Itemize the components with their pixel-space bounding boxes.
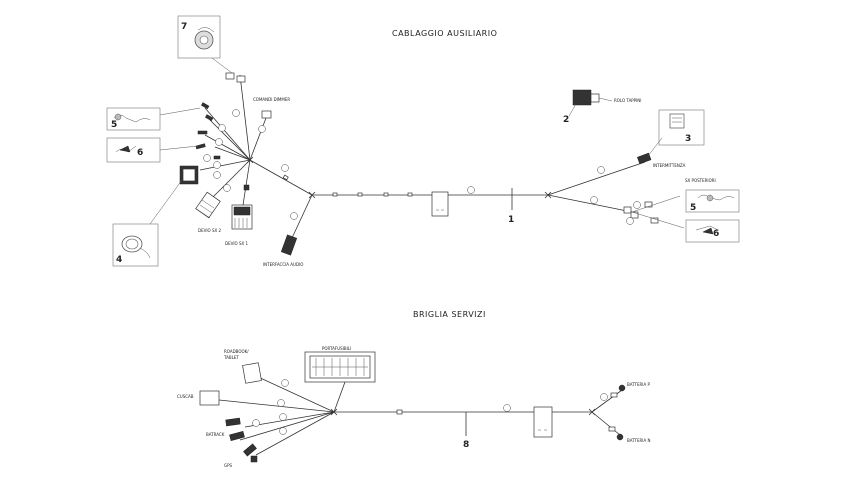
callout-3: 3 — [647, 109, 705, 157]
callout-number-4: 4 — [116, 255, 122, 265]
label-batteria-p: BATTERIA P — [627, 382, 650, 387]
callout-number-3: 3 — [685, 134, 691, 144]
callout-number-6-left: 6 — [137, 148, 143, 158]
label-gps: GPS — [224, 463, 233, 468]
label-devio-sx-2: DEVIO SX 2 — [198, 228, 221, 233]
label-tablet: TABLET — [223, 355, 239, 360]
label-intermittenza: INTERMITTENZA — [653, 163, 686, 168]
portafusibili-block — [304, 351, 376, 383]
callout-6-right: 6 — [685, 219, 740, 243]
callout-number-1: 1 — [508, 215, 514, 225]
bottom-title: BRIGLIA SERVIZI — [413, 310, 486, 319]
top-harness: COMANDI DIMMER ROLO TAPPINI INTERMITTENZ… — [179, 72, 716, 267]
label-rolo-tappini: ROLO TAPPINI — [614, 98, 641, 103]
label-interfaccia-audio: INTERFACCIA AUDIO — [263, 262, 303, 267]
label-devio-sx-1: DEVIO SX 1 — [225, 241, 248, 246]
callout-2: 2 — [563, 103, 577, 125]
callout-number-6-right: 6 — [713, 229, 719, 239]
callout-6-left: 6 — [106, 137, 199, 163]
callout-number-7: 7 — [181, 22, 187, 32]
top-title: CABLAGGIO AUSILIARIO — [392, 29, 497, 38]
callout-number-5-left: 5 — [111, 120, 117, 130]
callout-5-left: 5 — [106, 107, 201, 131]
sx-posteriori-cluster — [590, 166, 685, 229]
callout-number-8: 8 — [463, 440, 469, 450]
devio-sx1-block — [231, 204, 253, 230]
callout-7: 7 — [177, 15, 233, 74]
label-sx-posteriori: SX POSTERIORI — [685, 178, 716, 183]
label-batrack: BATRACK — [206, 432, 225, 437]
top-left-bubbles — [203, 109, 475, 220]
label-batteria-n: BATTERIA N — [627, 438, 650, 443]
label-roadbook: ROADBOOK/ — [224, 349, 249, 354]
bottom-harness: ROADBOOK/ TABLET PORTAFUSIBILI CUSCAB BA… — [177, 346, 650, 468]
devio-sx2-block — [195, 191, 221, 219]
label-cuscab: CUSCAB — [177, 394, 194, 399]
callout-4: 4 — [112, 179, 183, 267]
callout-5-right: 5 — [685, 189, 740, 213]
callout-number-5-right: 5 — [690, 203, 696, 213]
label-comandi-dimmer: COMANDI DIMMER — [253, 97, 290, 102]
callout-number-2: 2 — [563, 115, 569, 125]
label-portafusibili: PORTAFUSIBILI — [322, 346, 351, 351]
